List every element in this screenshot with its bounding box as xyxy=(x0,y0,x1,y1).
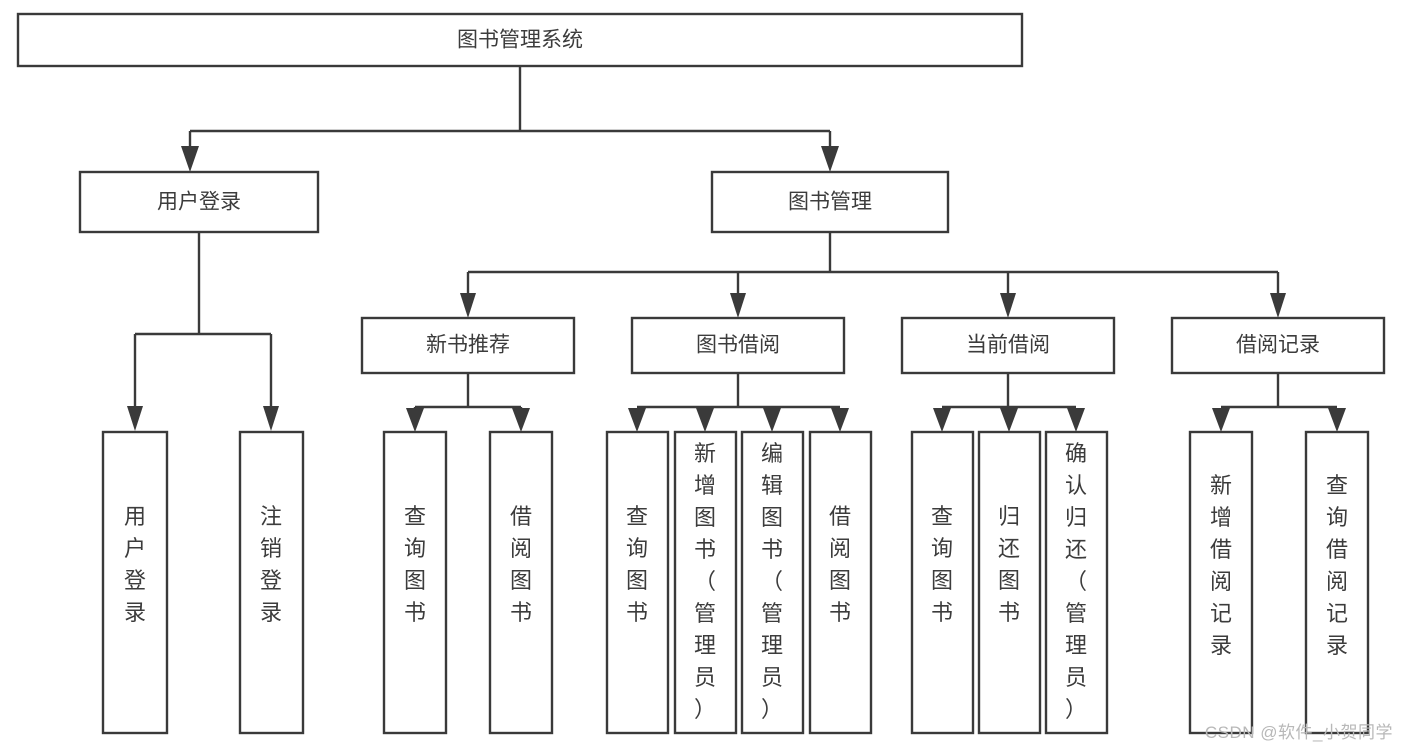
connector-group-new-book-recommend xyxy=(406,373,530,432)
arrow-head-leaf-return-book xyxy=(1000,408,1018,432)
node-leaf-confirm-return[interactable]: 确认归还（管理员） xyxy=(1044,430,1109,735)
node-current-borrow[interactable]: 当前借阅 xyxy=(900,316,1116,375)
node-book-borrow-box[interactable] xyxy=(630,316,846,375)
node-leaf-query-record[interactable]: 查询借阅记录 xyxy=(1304,430,1370,735)
node-leaf-query-book-1-label: 查询图书 xyxy=(404,504,426,625)
connector-group-current-borrow xyxy=(933,373,1085,432)
node-leaf-query-book-1-box[interactable] xyxy=(382,430,448,735)
arrow-head-leaf-borrow-book-1 xyxy=(512,408,530,432)
arrow-head-leaf-query-book-3 xyxy=(933,408,951,432)
node-leaf-add-book-box[interactable] xyxy=(673,430,738,735)
arrow-head-leaf-edit-book xyxy=(763,408,781,432)
arrow-head-book-borrow xyxy=(730,293,746,318)
node-leaf-add-book[interactable]: 新增图书（管理员） xyxy=(673,430,738,735)
node-leaf-query-book-2[interactable]: 查询图书 xyxy=(605,430,670,735)
arrow-head-leaf-borrow-book-2 xyxy=(831,408,849,432)
node-borrow-record[interactable]: 借阅记录 xyxy=(1170,316,1386,375)
arrow-head-leaf-logout xyxy=(263,406,279,431)
node-leaf-borrow-book-2-box[interactable] xyxy=(808,430,873,735)
arrow-head-new-book-recommend xyxy=(460,293,476,318)
node-leaf-logout-label: 注销登录 xyxy=(260,504,282,625)
node-leaf-user-login[interactable]: 用户登录 xyxy=(101,430,169,735)
node-book-management-box[interactable] xyxy=(710,170,950,234)
csdn-watermark: CSDN @软件_小贺同学 xyxy=(1204,723,1393,742)
connector-group-root xyxy=(181,66,839,172)
node-current-borrow-label: 当前借阅 xyxy=(966,334,1050,357)
node-leaf-confirm-return-box[interactable] xyxy=(1044,430,1109,735)
node-leaf-query-record-box[interactable] xyxy=(1304,430,1370,735)
node-leaf-edit-book-label: 编辑图书（管理员） xyxy=(761,441,783,722)
node-leaf-logout-box[interactable] xyxy=(238,430,305,735)
arrow-head-leaf-confirm-return xyxy=(1067,408,1085,432)
node-user-login-label: 用户登录 xyxy=(157,191,241,214)
node-borrow-record-label: 借阅记录 xyxy=(1236,334,1320,357)
arrow-head-leaf-query-book-1 xyxy=(406,408,424,432)
connector-group-book-borrow xyxy=(628,373,849,432)
node-leaf-query-book-3-label: 查询图书 xyxy=(931,504,953,625)
arrow-head-leaf-query-record xyxy=(1328,408,1346,432)
arrow-head-book-management xyxy=(821,146,839,172)
node-leaf-add-record-label: 新增借阅记录 xyxy=(1210,473,1232,658)
node-leaf-query-book-3-box[interactable] xyxy=(910,430,975,735)
arrow-head-leaf-user-login xyxy=(127,406,143,431)
node-leaf-borrow-book-1-box[interactable] xyxy=(488,430,554,735)
node-new-book-recommend-box[interactable] xyxy=(360,316,576,375)
node-leaf-user-login-label: 用户登录 xyxy=(124,504,146,625)
node-book-borrow[interactable]: 图书借阅 xyxy=(630,316,846,375)
node-leaf-return-book[interactable]: 归还图书 xyxy=(977,430,1042,735)
node-leaf-query-book-3[interactable]: 查询图书 xyxy=(910,430,975,735)
node-user-login[interactable]: 用户登录 xyxy=(78,170,320,234)
node-book-borrow-label: 图书借阅 xyxy=(696,334,780,357)
node-leaf-query-book-1[interactable]: 查询图书 xyxy=(382,430,448,735)
node-leaf-user-login-box[interactable] xyxy=(101,430,169,735)
arrow-head-leaf-add-record xyxy=(1212,408,1230,432)
node-leaf-borrow-book-2[interactable]: 借阅图书 xyxy=(808,430,873,735)
node-user-login-box[interactable] xyxy=(78,170,320,234)
arrow-head-borrow-record xyxy=(1270,293,1286,318)
node-leaf-borrow-book-2-label: 借阅图书 xyxy=(829,504,851,625)
node-leaf-confirm-return-label: 确认归还（管理员） xyxy=(1065,441,1087,722)
connector-group-book-management xyxy=(460,232,1286,318)
node-root-label: 图书管理系统 xyxy=(457,29,583,52)
node-leaf-add-record-box[interactable] xyxy=(1188,430,1254,735)
node-leaf-add-record[interactable]: 新增借阅记录 xyxy=(1188,430,1254,735)
node-leaf-borrow-book-1[interactable]: 借阅图书 xyxy=(488,430,554,735)
node-leaf-logout[interactable]: 注销登录 xyxy=(238,430,305,735)
node-root[interactable]: 图书管理系统 xyxy=(16,12,1024,68)
node-root-box[interactable] xyxy=(16,12,1024,68)
node-leaf-query-book-2-box[interactable] xyxy=(605,430,670,735)
node-leaf-query-record-label: 查询借阅记录 xyxy=(1326,473,1348,658)
arrow-head-current-borrow xyxy=(1000,293,1016,318)
node-book-management[interactable]: 图书管理 xyxy=(710,170,950,234)
node-borrow-record-box[interactable] xyxy=(1170,316,1386,375)
node-leaf-return-book-box[interactable] xyxy=(977,430,1042,735)
node-leaf-borrow-book-1-label: 借阅图书 xyxy=(510,504,532,625)
connector-group-borrow-record xyxy=(1212,373,1346,432)
node-leaf-edit-book-box[interactable] xyxy=(740,430,805,735)
connector-group-user-login xyxy=(127,232,279,431)
node-book-management-label: 图书管理 xyxy=(788,191,872,214)
arrow-head-leaf-add-book xyxy=(696,408,714,432)
node-leaf-query-book-2-label: 查询图书 xyxy=(626,504,648,625)
node-leaf-return-book-label: 归还图书 xyxy=(998,504,1020,625)
node-leaf-edit-book[interactable]: 编辑图书（管理员） xyxy=(740,430,805,735)
node-new-book-recommend[interactable]: 新书推荐 xyxy=(360,316,576,375)
arrow-head-user-login xyxy=(181,146,199,172)
node-current-borrow-box[interactable] xyxy=(900,316,1116,375)
node-new-book-recommend-label: 新书推荐 xyxy=(426,334,510,357)
arrow-head-leaf-query-book-2 xyxy=(628,408,646,432)
node-leaf-add-book-label: 新增图书（管理员） xyxy=(694,441,716,722)
